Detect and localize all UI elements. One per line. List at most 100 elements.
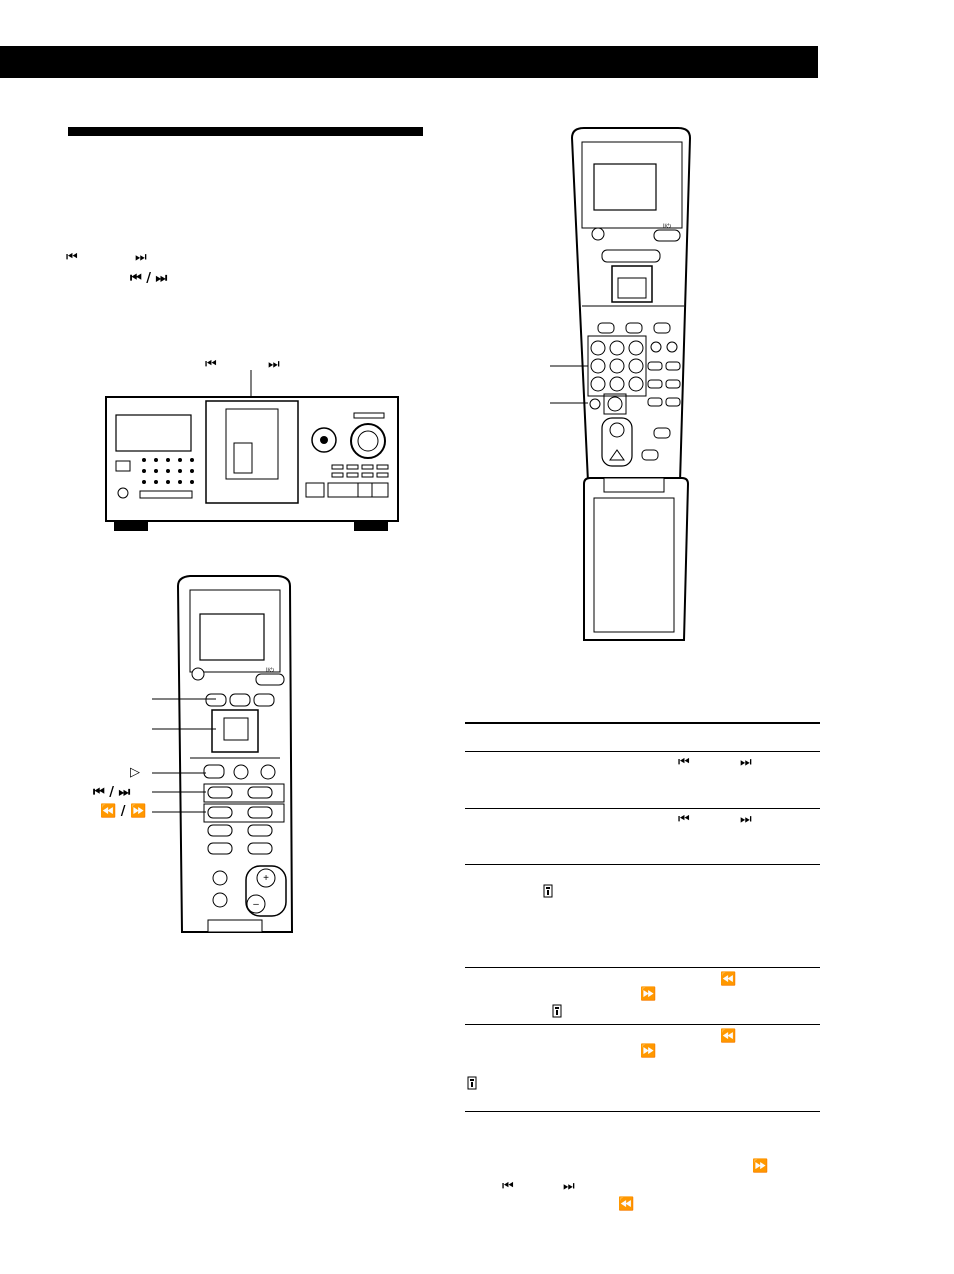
remote-jog — [617, 277, 647, 299]
compartment-handle — [233, 442, 253, 474]
remote-plus-button — [666, 341, 678, 353]
remote-search-group — [203, 803, 285, 823]
next-track-icon: ⏭ — [268, 357, 280, 372]
remote-small-button — [589, 398, 601, 410]
phones-jack — [117, 487, 129, 499]
skip-back-forward-icon: ⏮ / ⏭ — [130, 271, 168, 286]
next-track-icon: ⏭ — [135, 250, 147, 265]
remote-side-buttons — [647, 361, 681, 407]
remote-button — [653, 322, 671, 334]
skip-back-forward-icon: ⏮ / ⏭ — [93, 785, 131, 800]
remote-button — [247, 824, 273, 837]
table-row-rule — [465, 967, 820, 968]
remote-round-button — [191, 667, 205, 681]
remote-pause-button — [233, 764, 249, 780]
remote-power-button — [255, 673, 285, 686]
remote-jog — [223, 717, 249, 741]
volume-minus-label: – — [253, 899, 259, 910]
volume-knob-inner — [357, 430, 379, 452]
remote-round-button — [591, 227, 605, 241]
rewind-icon: ⏪ — [618, 1197, 635, 1212]
cd-player-illustration — [105, 370, 399, 531]
remote-round-button — [212, 892, 228, 908]
power-button — [115, 460, 131, 472]
section-title-bar — [68, 127, 423, 136]
remote-button — [207, 842, 233, 855]
play-icon: ▷ — [130, 765, 140, 780]
prev-track-icon: ⏮ — [502, 1179, 514, 1194]
remote-mode-button-1 — [205, 693, 227, 707]
remote-only-icon — [543, 884, 553, 898]
remote-only-icon — [552, 1004, 562, 1018]
next-track-icon: ⏭ — [563, 1179, 575, 1194]
jog-dial-center — [320, 436, 328, 444]
table-bottom-rule — [465, 1111, 820, 1112]
prev-track-icon: ⏮ — [678, 755, 690, 770]
remote-display — [199, 613, 265, 661]
remote-round-button — [212, 870, 228, 886]
remote-enter-button — [607, 396, 623, 412]
disc-number-buttons — [142, 458, 194, 484]
remote-power-button — [653, 229, 681, 242]
prev-track-icon: ⏮ — [66, 250, 78, 265]
prev-track-icon: ⏮ — [205, 357, 217, 372]
remote-button — [247, 842, 273, 855]
player-display — [115, 414, 192, 452]
remote-power-label: I/⏻ — [266, 667, 274, 674]
remote-bottom — [207, 919, 263, 933]
volume-plus-label: + — [263, 873, 269, 884]
remote-control-open-illustration: I/⏻ — [570, 127, 692, 641]
rewind-forward-icon: ⏪ / ⏩ — [100, 804, 147, 819]
remote-rocker-up — [609, 422, 625, 438]
forward-icon: ⏩ — [640, 987, 657, 1002]
remote-stop-button — [260, 764, 276, 780]
function-buttons — [331, 464, 389, 478]
foot-left — [114, 521, 148, 531]
remote-plus-button — [650, 341, 662, 353]
remote-mode-buttons — [601, 249, 661, 263]
open-button — [305, 482, 325, 498]
indicator — [353, 412, 385, 419]
remote-enter-group — [603, 393, 627, 415]
rewind-icon: ⏪ — [720, 972, 737, 987]
play-button — [327, 482, 359, 498]
table-row-rule — [465, 808, 820, 809]
remote-button — [653, 427, 671, 439]
remote-b-callouts — [550, 365, 588, 404]
rewind-icon: ⏪ — [720, 1029, 737, 1044]
foot-right — [354, 521, 388, 531]
remote-lid-hinge — [603, 477, 665, 493]
remote-power-label: I/⏻ — [663, 223, 671, 230]
remote-a-callouts — [152, 698, 216, 813]
remote-mode-button-3 — [253, 693, 275, 707]
page-header-bar — [0, 46, 818, 78]
remote-button — [641, 449, 659, 461]
remote-button — [597, 322, 615, 334]
remote-mode-button-2 — [229, 693, 251, 707]
forward-icon: ⏩ — [640, 1044, 657, 1059]
remote-only-icon — [467, 1076, 477, 1090]
remote-skip-group — [203, 783, 285, 803]
next-track-icon: ⏭ — [740, 755, 752, 770]
slot — [139, 490, 193, 499]
pause-button — [357, 482, 373, 498]
remote-rocker-down — [609, 449, 625, 461]
remote-rewind-button — [207, 806, 233, 819]
remote-button — [207, 824, 233, 837]
remote-button — [625, 322, 643, 334]
remote-number-buttons — [590, 340, 644, 392]
remote-play-button — [203, 764, 225, 779]
remote-prev-button — [207, 786, 233, 799]
remote-volume-down — [246, 894, 266, 914]
next-track-icon: ⏭ — [740, 812, 752, 827]
prev-track-icon: ⏮ — [678, 812, 690, 827]
remote-next-button — [247, 786, 273, 799]
remote-lid-inner — [593, 497, 675, 633]
remote-volume-up — [256, 868, 276, 888]
table-row-rule — [465, 864, 820, 865]
stop-button — [371, 482, 389, 498]
forward-icon: ⏩ — [752, 1159, 769, 1174]
table-row-rule — [465, 751, 820, 752]
table-row-rule — [465, 1024, 820, 1025]
remote-control-front-illustration: I/⏻ + – — [176, 575, 294, 933]
